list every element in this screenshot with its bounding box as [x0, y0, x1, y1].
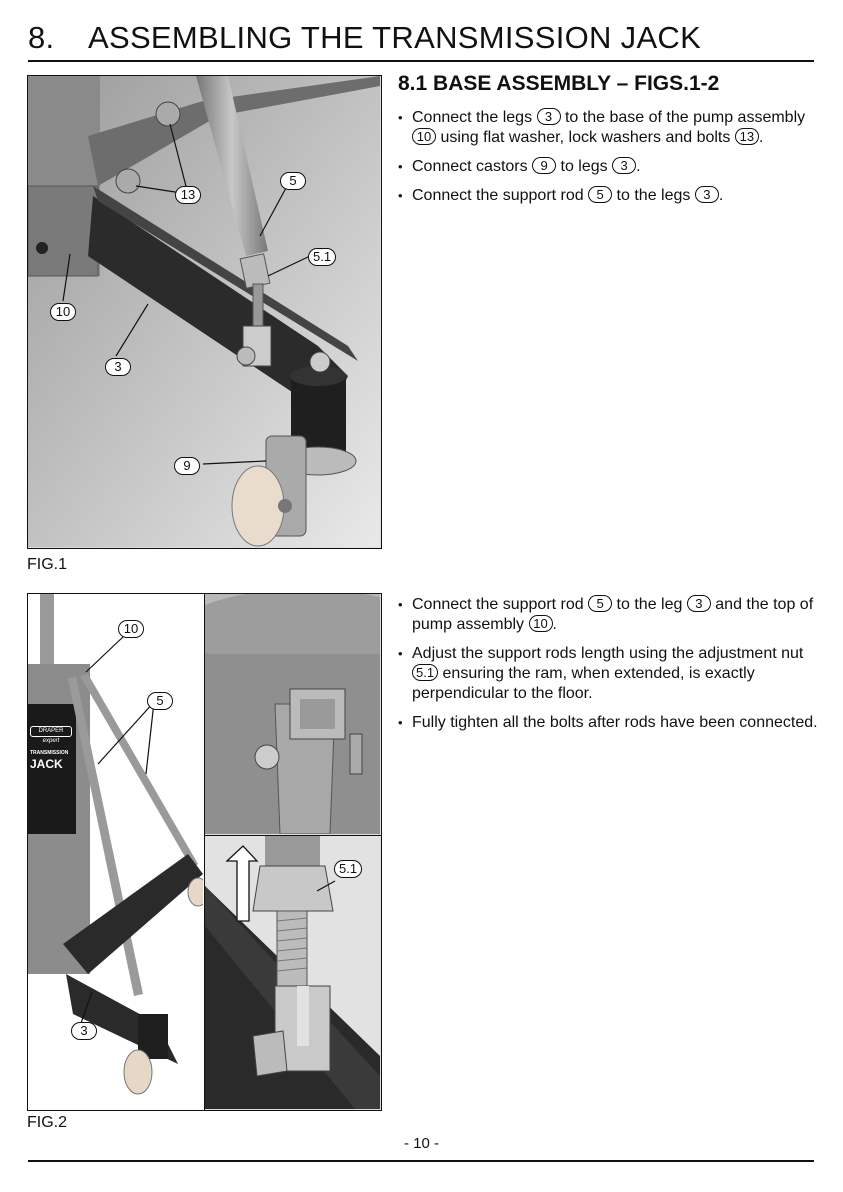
- section-heading: 8.1 BASE ASSEMBLY – FIGS.1-2: [398, 72, 720, 95]
- fig1-callout-5: 5: [280, 172, 306, 190]
- ref-badge: 5.1: [412, 664, 439, 681]
- fig2-jack-illustration: [28, 594, 203, 1109]
- label-product-line2: JACK: [30, 757, 63, 771]
- fig1-callout-10: 10: [50, 303, 76, 321]
- fig1-illustration: [28, 76, 380, 547]
- ref-badge: 13: [734, 128, 759, 145]
- label-product-line1: TRANSMISSION: [30, 750, 69, 756]
- ref-badge: 5: [588, 186, 613, 203]
- fig1-callout-9: 9: [174, 457, 200, 475]
- ref-badge: 5: [588, 595, 613, 612]
- ref-badge: 9: [532, 157, 557, 174]
- fig2-callout-3: 3: [71, 1022, 97, 1040]
- section-title: ASSEMBLING THE TRANSMISSION JACK: [88, 20, 702, 55]
- fig2-bracket-illustration: [205, 594, 380, 834]
- ref-badge: 10: [412, 128, 436, 145]
- ref-badge: 3: [694, 186, 719, 203]
- bullet-adjust-length: Adjust the support rods length using the…: [398, 644, 818, 704]
- fig2-photo-top-right: [204, 593, 382, 836]
- section-number: 8.: [28, 20, 55, 55]
- ref-badge: 3: [612, 157, 637, 174]
- ref-badge: 10: [528, 615, 553, 632]
- section1-bullet-list: Connect the legs 3 to the base of the pu…: [398, 108, 818, 215]
- fig2-callout-10: 10: [118, 620, 144, 638]
- page-title: 8. ASSEMBLING THE TRANSMISSION JACK: [28, 20, 701, 56]
- fig2-photo-bottom-right: 5.1: [204, 835, 382, 1111]
- bullet-connect-legs: Connect the legs 3 to the base of the pu…: [398, 108, 818, 148]
- fig2-photo-left: DRAPER expert TRANSMISSION JACK 10 5 3: [27, 593, 205, 1111]
- product-label: DRAPER expert TRANSMISSION JACK: [30, 726, 72, 770]
- fig1-callout-5-1: 5.1: [308, 248, 337, 266]
- fig2-caption: FIG.2: [27, 1114, 68, 1131]
- bullet-tighten-bolts: Fully tighten all the bolts after rods h…: [398, 713, 818, 733]
- fig1-callout-3: 3: [105, 358, 131, 376]
- fig1-photo: 13 5 5.1 10 3 9: [27, 75, 382, 549]
- bullet-connect-castors: Connect castors 9 to legs 3.: [398, 157, 818, 177]
- ref-badge: 3: [686, 595, 711, 612]
- page-number: - 10 -: [403, 1135, 439, 1152]
- fig2-callout-5-1: 5.1: [334, 860, 363, 878]
- footer-rule: [28, 1160, 814, 1162]
- fig1-callout-13: 13: [175, 186, 201, 204]
- section2-bullet-list: Connect the support rod 5 to the leg 3 a…: [398, 595, 818, 742]
- label-brand: DRAPER: [30, 726, 72, 737]
- bullet-connect-support-rod: Connect the support rod 5 to the legs 3.: [398, 186, 818, 206]
- label-sub: expert: [42, 738, 60, 744]
- bullet-connect-rod-top: Connect the support rod 5 to the leg 3 a…: [398, 595, 818, 635]
- fig2-callout-5: 5: [147, 692, 173, 710]
- ref-badge: 3: [536, 108, 561, 125]
- fig2-adjustment-nut-illustration: [205, 836, 380, 1109]
- title-rule: [28, 60, 814, 62]
- fig1-caption: FIG.1: [27, 556, 68, 573]
